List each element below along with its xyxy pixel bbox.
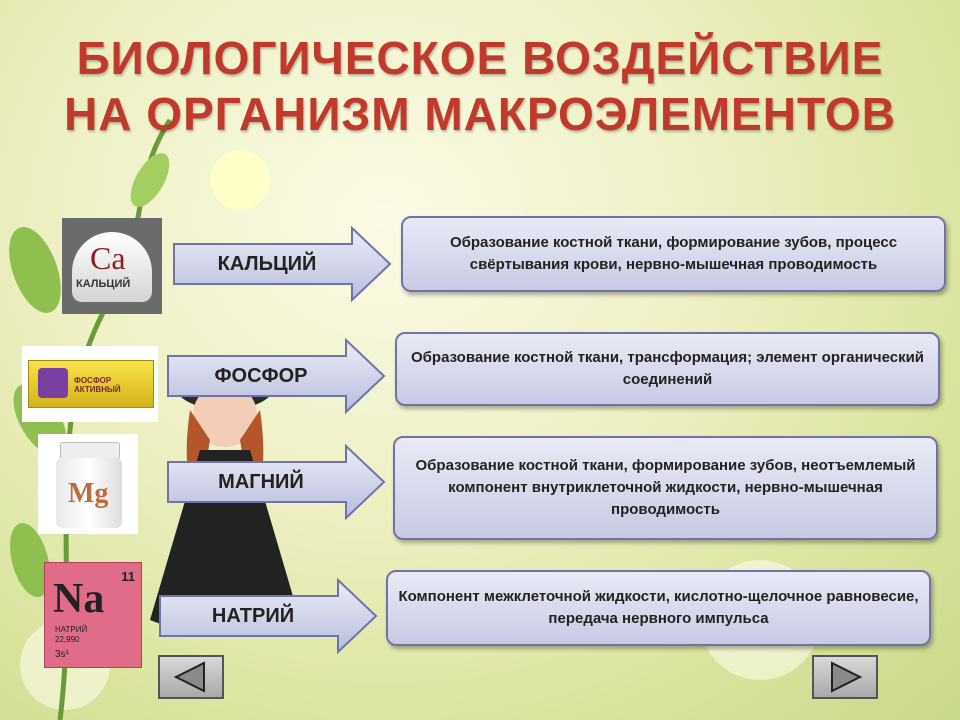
phosphorus-caption: ФОСФОР АКТИВНЫЙ [74, 376, 121, 394]
arrow-right-icon [159, 578, 378, 654]
calcium-image: Ca КАЛЬЦИЙ [62, 218, 162, 314]
magnesium-image: Mg [38, 434, 138, 534]
previous-slide-button[interactable] [158, 655, 224, 699]
title-line-1: БИОЛОГИЧЕСКОЕ ВОЗДЕЙСТВИЕ [76, 32, 884, 84]
row-label-text: ФОСФОР [214, 364, 308, 387]
phosphorus-image: ФОСФОР АКТИВНЫЙ [22, 346, 158, 422]
row-label-sodium: НАТРИЙ [158, 578, 378, 654]
title-line-2: НА ОРГАНИЗМ МАКРОЭЛЕМЕНТОВ [64, 88, 896, 140]
row-label-phosphorus: ФОСФОР [166, 338, 386, 414]
arrow-right-icon [167, 338, 386, 414]
sodium-element-tile: 11 Na НАТРИЙ 22,990 3s¹ [44, 562, 142, 668]
calcium-symbol: Ca [90, 240, 126, 276]
arrow-right-icon [167, 444, 386, 520]
row-label-text: НАТРИЙ [211, 604, 295, 627]
row-label-magnesium: МАГНИЙ [166, 444, 386, 520]
triangle-right-icon [831, 661, 863, 693]
sodium-config: 3s¹ [55, 649, 69, 660]
sodium-mass: 22,990 [55, 635, 80, 644]
background-bokeh [210, 150, 270, 210]
description-phosphorus: Образование костной ткани, трансформация… [395, 332, 940, 406]
row-label-text: КАЛЬЦИЙ [217, 252, 317, 275]
sodium-name: НАТРИЙ [55, 625, 88, 634]
triangle-left-icon [173, 661, 205, 693]
arrow-right-icon [173, 226, 392, 302]
magnesium-symbol: Mg [68, 478, 109, 509]
next-slide-button[interactable] [812, 655, 878, 699]
description-sodium: Компонент межклеточной жидкости, кислотн… [386, 570, 931, 646]
page-title: БИОЛОГИЧЕСКОЕ ВОЗДЕЙСТВИЕ НА ОРГАНИЗМ МА… [40, 30, 920, 142]
sodium-symbol: Na [53, 576, 105, 622]
description-magnesium: Образование костной ткани, формирование … [393, 436, 938, 540]
sodium-number: 11 [121, 569, 135, 584]
calcium-caption: КАЛЬЦИЙ [76, 278, 131, 290]
row-label-calcium: КАЛЬЦИЙ [172, 226, 392, 302]
description-calcium: Образование костной ткани, формирование … [401, 216, 946, 292]
row-label-text: МАГНИЙ [218, 470, 304, 493]
